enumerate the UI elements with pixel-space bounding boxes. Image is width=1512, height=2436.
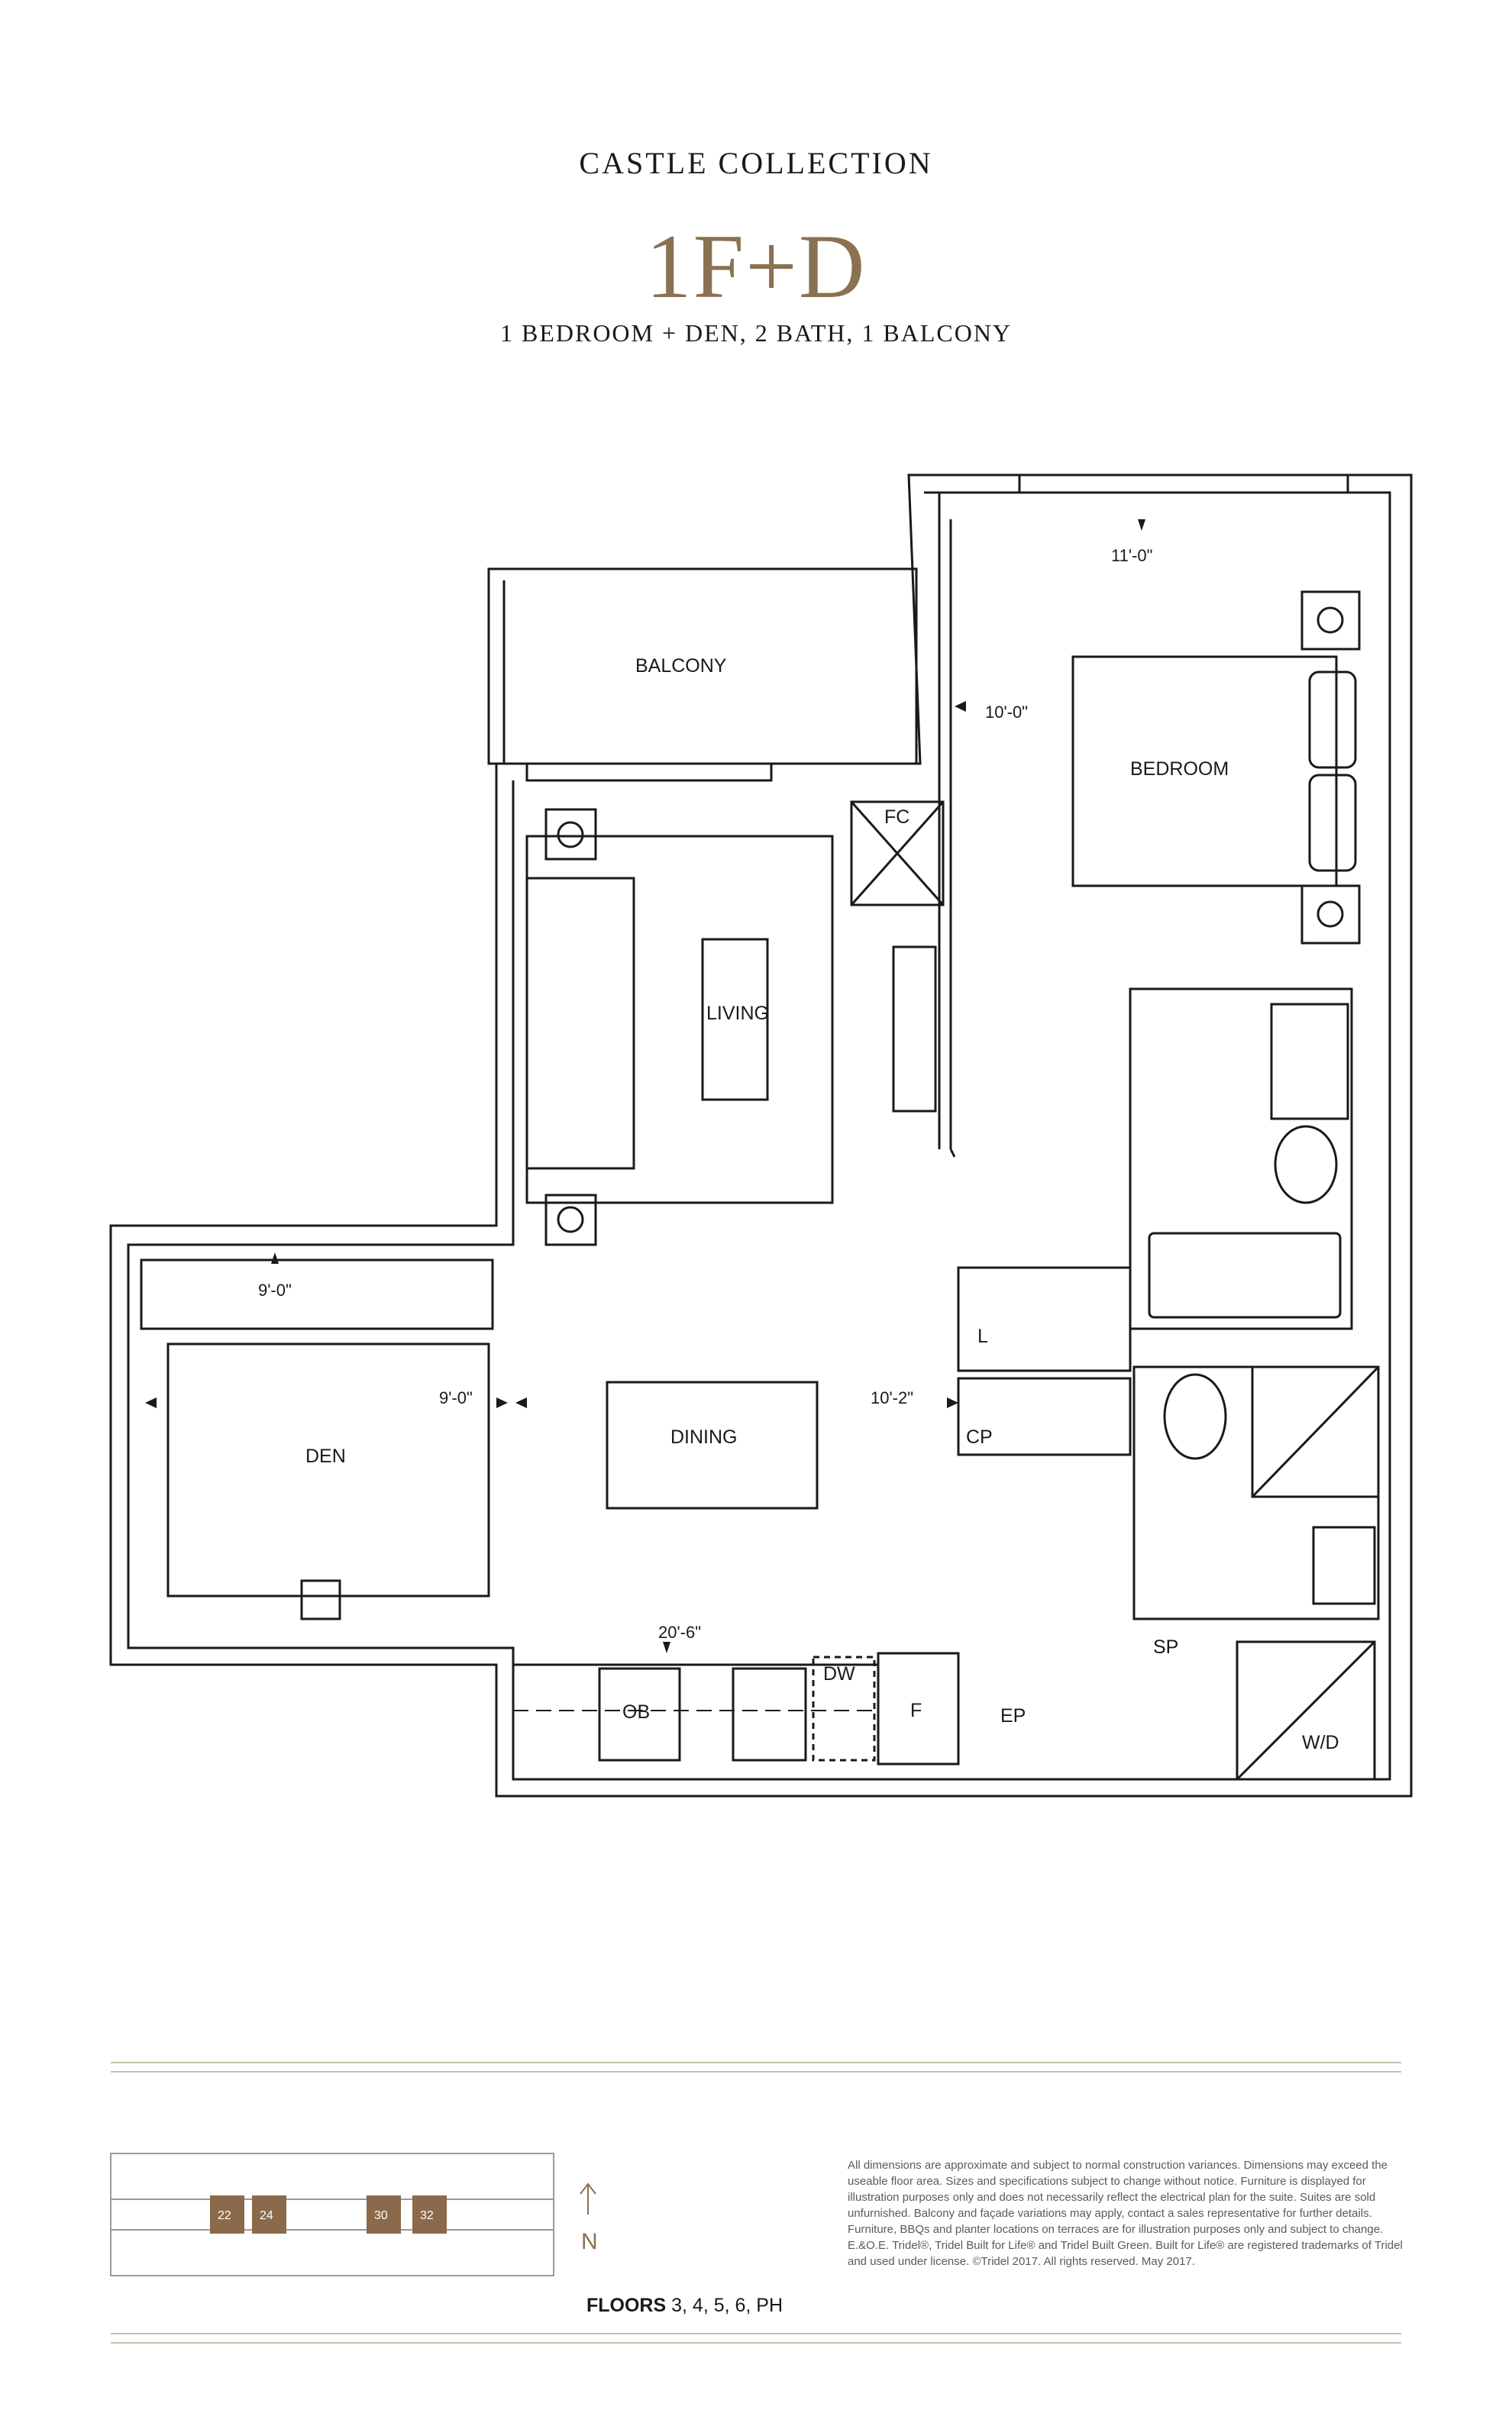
keyplan-unit-label: 30	[374, 2209, 388, 2222]
label-dw: DW	[823, 1663, 855, 1685]
dim-arrow	[496, 1397, 508, 1408]
dim-den-width: 9'-0"	[439, 1388, 473, 1407]
den-desk	[140, 1258, 494, 1330]
sofa	[525, 877, 635, 1170]
floors-values: 3, 4, 5, 6, PH	[671, 2295, 783, 2316]
unit-description: 1 BEDROOM + DEN, 2 BATH, 1 BALCONY	[499, 319, 1013, 347]
label-balcony: BALCONY	[635, 655, 727, 677]
label-sp: SP	[1153, 1636, 1178, 1658]
keyplan-unit-label: 24	[260, 2209, 273, 2222]
label-fridge: F	[910, 1700, 922, 1721]
sink-counter	[1270, 1003, 1349, 1120]
nightstand	[1300, 590, 1361, 651]
dim-arrow	[663, 1642, 670, 1653]
label-fc: FC	[884, 806, 909, 828]
coffee-table	[701, 938, 769, 1101]
label-wd: W/D	[1302, 1732, 1339, 1753]
dim-dining-depth: 10'-2"	[871, 1388, 913, 1407]
label-linen: L	[977, 1326, 988, 1347]
toilet	[1274, 1125, 1338, 1204]
bathtub	[1148, 1232, 1342, 1319]
side-table	[544, 808, 597, 861]
den-rug	[166, 1342, 490, 1598]
bed	[1071, 655, 1338, 887]
dining-table	[606, 1381, 819, 1510]
label-den: DEN	[305, 1446, 346, 1467]
floors-label: FLOORS	[586, 2295, 667, 2316]
dim-arrow	[515, 1397, 527, 1408]
window	[525, 762, 773, 782]
dim-arrow	[145, 1397, 157, 1408]
divider-top	[111, 2062, 1401, 2063]
dim-arrow	[271, 1252, 279, 1264]
dim-den-depth: 9'-0"	[258, 1281, 292, 1300]
fridge	[877, 1652, 960, 1766]
dim-kitchen-width: 20'-6"	[658, 1623, 701, 1642]
divider-bottom-2	[111, 2342, 1401, 2344]
north-arrow-icon: N	[580, 2182, 598, 2254]
label-cp: CP	[966, 1426, 993, 1448]
laundry-closet	[1236, 1640, 1376, 1781]
den-side-table	[300, 1579, 341, 1620]
collection-title: CASTLE COLLECTION	[579, 146, 933, 180]
dim-arrow	[1138, 519, 1145, 531]
model-name: 1F+D	[645, 215, 867, 317]
divider-top-2	[111, 2071, 1401, 2073]
keyplan-unit-label: 22	[218, 2209, 231, 2222]
interior-wall-outline	[127, 491, 1391, 1781]
side-table	[544, 1194, 597, 1246]
bedroom-wall	[949, 519, 956, 1158]
label-bedroom: BEDROOM	[1130, 758, 1229, 780]
bathroom-1	[1129, 987, 1353, 1330]
disclaimer: All dimensions are approximate and subje…	[848, 2159, 1403, 2268]
north-label: N	[581, 2229, 598, 2254]
linen-closet	[957, 1266, 1132, 1372]
cooktop	[598, 1667, 681, 1762]
floors-info: FLOORS 3, 4, 5, 6, PH	[586, 2295, 783, 2317]
dim-bedroom-width: 11'-0"	[1111, 546, 1152, 565]
sink	[732, 1667, 807, 1762]
label-living: LIVING	[706, 1003, 769, 1024]
dim-arrow	[947, 1397, 958, 1408]
cp-closet	[957, 1377, 1132, 1456]
key-plan: 22 24 30 32	[110, 2153, 554, 2276]
living-rug	[525, 835, 834, 1204]
pillow	[1308, 670, 1357, 769]
fc-closet	[850, 800, 945, 906]
nightstand	[1300, 884, 1361, 945]
dishwasher	[812, 1656, 876, 1762]
divider-bottom	[111, 2333, 1401, 2334]
label-ob: OB	[622, 1701, 650, 1723]
sink-counter-2	[1312, 1526, 1376, 1605]
pillow	[1308, 774, 1357, 872]
tv-console	[892, 945, 937, 1113]
toilet-2	[1163, 1373, 1227, 1460]
keyplan-unit-label: 32	[420, 2209, 434, 2222]
exterior-wall	[109, 473, 1413, 1798]
keyplan-unit	[252, 2195, 286, 2234]
keyplan-unit	[367, 2195, 401, 2234]
shower	[1251, 1365, 1380, 1498]
keyplan-unit	[210, 2195, 244, 2234]
window	[1018, 473, 1349, 494]
label-ep: EP	[1000, 1705, 1026, 1727]
label-dining: DINING	[670, 1426, 738, 1448]
keyplan-unit	[412, 2195, 447, 2234]
dim-bedroom-depth: 10'-0"	[985, 703, 1028, 722]
dim-arrow	[955, 701, 966, 712]
